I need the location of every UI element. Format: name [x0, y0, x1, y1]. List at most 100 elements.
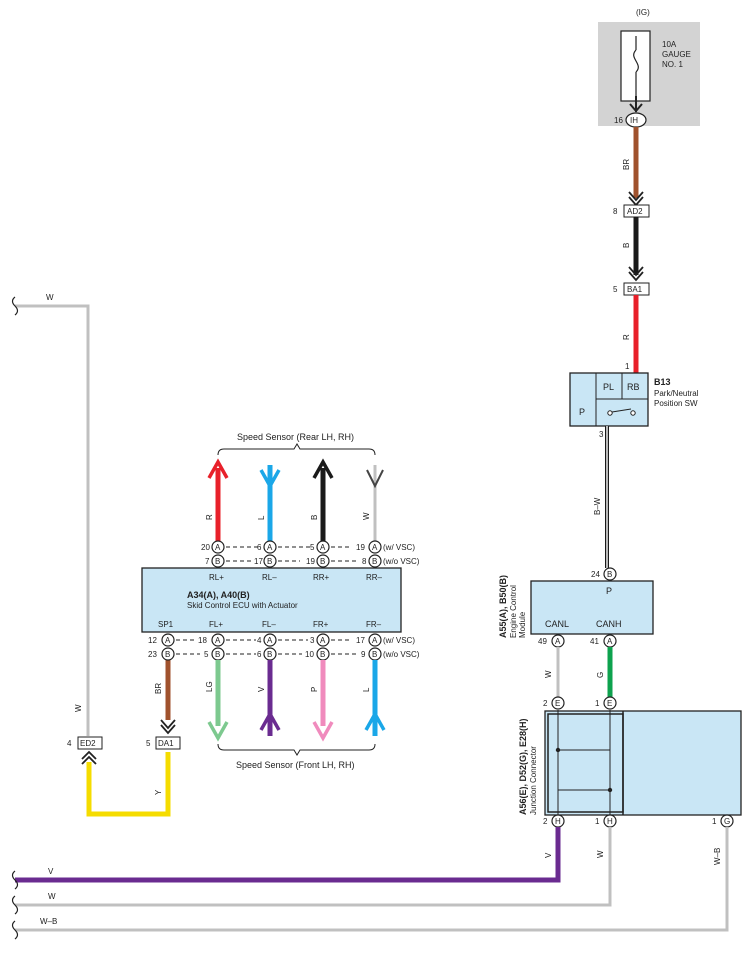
svg-text:B: B	[165, 650, 170, 659]
wire-w-left-label: W	[46, 293, 54, 302]
ecm-id: A55(A), B50(B)	[498, 575, 508, 638]
ecm-pin-24	[603, 567, 617, 581]
connector-ed2-pin: 4	[67, 739, 72, 748]
fuse-icon	[633, 49, 639, 73]
ecu-label-rr-minus: RR–	[366, 573, 383, 582]
connector-ed2	[77, 736, 103, 750]
wire-br-label: BR	[622, 159, 631, 170]
svg-text:B: B	[267, 557, 272, 566]
svg-text:B: B	[320, 557, 325, 566]
ecu-bottom-pins-b: B 23 B 5 B 6 B 10 B 9 (w/o VSC)	[148, 647, 420, 661]
skid-control-ecu	[141, 567, 402, 633]
jc-pin-h2-num: 2	[543, 817, 548, 826]
pin-num: 20	[201, 543, 210, 552]
wire-w-label: W	[48, 892, 56, 901]
svg-text:B: B	[372, 650, 377, 659]
svg-text:A: A	[372, 636, 378, 645]
park-sw-pl: PL	[603, 382, 614, 392]
fuse-label-2: GAUGE	[662, 50, 691, 59]
svg-text:A: A	[320, 543, 326, 552]
svg-text:B: B	[215, 650, 220, 659]
connector-ih-pin: 16	[614, 116, 623, 125]
connector-ad2-label: AD2	[627, 207, 643, 216]
pin-num: 6	[257, 543, 262, 552]
wire-r-label: R	[622, 334, 631, 340]
ecu-label-rl-minus: RL–	[262, 573, 277, 582]
connector-da1	[155, 736, 181, 750]
svg-text:B: B	[215, 557, 220, 566]
pin-num: 17	[254, 557, 263, 566]
wire-bw-label: B–W	[593, 497, 602, 515]
park-sw-name-1: Park/Neutral	[654, 389, 699, 398]
svg-text:A: A	[320, 636, 326, 645]
svg-text:B: B	[267, 650, 272, 659]
wire-wb-bus	[15, 827, 729, 932]
svg-text:A: A	[267, 636, 273, 645]
ecu-label-rr-plus: RR+	[313, 573, 330, 582]
engine-control-module	[530, 580, 654, 635]
junction-name: Junction Connector	[529, 746, 538, 815]
ecm-pin-41-num: 41	[590, 637, 599, 646]
front-sensor-brace	[217, 743, 376, 756]
pin-num: 6	[257, 650, 262, 659]
ecm-p-label: P	[606, 586, 612, 596]
ecm-name-2: Module	[518, 611, 527, 638]
jc-pin-g1-num: 1	[712, 817, 717, 826]
connector-ba1-label: BA1	[627, 285, 643, 294]
jc-pin-e1-num: 1	[595, 699, 600, 708]
ecu-label-rl-plus: RL+	[209, 573, 224, 582]
wire-v-bus	[15, 827, 561, 883]
wire-rl-minus-label: L	[257, 515, 266, 520]
wire-rl-plus-label: R	[205, 514, 214, 520]
front-sensor-title: Speed Sensor (Front LH, RH)	[236, 760, 355, 770]
ecm-pin-24-num: 24	[591, 570, 600, 579]
jc-pin-e1	[603, 696, 617, 710]
park-sw-rb: RB	[627, 382, 640, 392]
connector-da1-label: DA1	[158, 739, 174, 748]
svg-text:A: A	[267, 543, 273, 552]
switch-contact-icon	[607, 410, 613, 416]
wire-wb-label: W–B	[40, 917, 57, 926]
pin-num: 18	[198, 636, 207, 645]
wire-fr-plus-label: P	[310, 687, 319, 692]
ecu-bottom-pins-a: A 12 A 18 A 4 A 3 A 17 (w/ VSC)	[148, 633, 415, 647]
wire-wb-vertical-label: W–B	[713, 848, 722, 865]
wire-rr-minus-label: W	[362, 512, 371, 520]
break-icon	[11, 870, 19, 890]
fuse-label-1: 10A	[662, 40, 677, 49]
fuse-label-3: NO. 1	[662, 60, 683, 69]
ecm-pin-49-num: 49	[538, 637, 547, 646]
vsc-with-top: (w/ VSC)	[383, 543, 415, 552]
connector-da1-pin: 5	[146, 739, 151, 748]
pin-num: 8	[362, 557, 367, 566]
jc-pin-h1-num: 1	[595, 817, 600, 826]
pin-num: 19	[306, 557, 315, 566]
ecm-pin-24-conn: B	[607, 570, 612, 579]
svg-text:A: A	[215, 543, 221, 552]
jc-pin-h2-conn: H	[555, 817, 561, 826]
wire-fl-minus-label: V	[257, 686, 266, 692]
svg-text:B: B	[320, 650, 325, 659]
wire-w-bus	[15, 827, 612, 907]
vsc-with-bottom: (w/ VSC)	[383, 636, 415, 645]
ig-label: (IG)	[636, 8, 650, 17]
rear-sensor-title: Speed Sensor (Rear LH, RH)	[237, 432, 354, 442]
jc-pin-h1-conn: H	[607, 817, 613, 826]
ecu-top-pins-b: B 7 B 17 B 19 B 8 (w/o VSC)	[205, 554, 420, 568]
pin-num: 9	[361, 650, 366, 659]
pin-num: 10	[305, 650, 314, 659]
pin-num: 12	[148, 636, 157, 645]
connector-ba1-pin: 5	[613, 285, 618, 294]
park-sw-pin-1: 1	[625, 362, 630, 371]
ecm-pin-41-conn: A	[607, 637, 613, 646]
wire-br-sp1-label: BR	[154, 683, 163, 694]
wire-b-label: B	[622, 243, 631, 248]
wire-w-left-vertical-label: W	[74, 704, 83, 712]
pin-num: 7	[205, 557, 210, 566]
wire-y	[86, 752, 171, 817]
svg-text:B: B	[372, 557, 377, 566]
junction-id: A56(E), D52(G), E28(H)	[518, 718, 528, 815]
rear-sensor-brace	[217, 443, 376, 456]
svg-text:A: A	[215, 636, 221, 645]
ecu-name: Skid Control ECU with Actuator	[187, 601, 298, 610]
